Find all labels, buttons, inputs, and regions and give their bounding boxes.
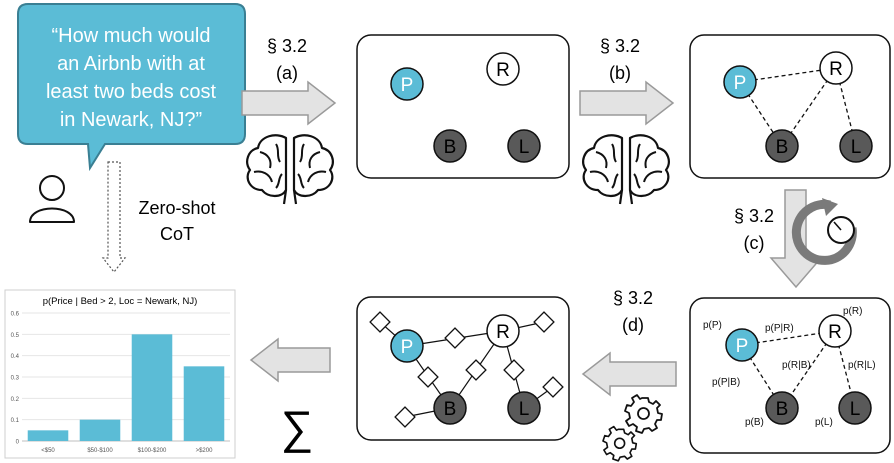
brain-icon xyxy=(582,134,670,206)
svg-text:L: L xyxy=(519,399,530,420)
query-line-3: least two beds cost xyxy=(46,81,217,103)
chart-x-tick-label: >$200 xyxy=(196,448,214,454)
node-p: P xyxy=(723,65,757,99)
factor-label-pB: p(B) xyxy=(745,417,764,428)
zero-shot-label-2: CoT xyxy=(160,224,194,244)
zero-shot-label-1: Zero-shot xyxy=(138,198,215,218)
person-icon xyxy=(29,175,75,223)
step-c-section: § 3.2 xyxy=(734,206,774,226)
chart-x-tick-label: $100-$200 xyxy=(138,448,167,454)
query-line-2: an Airbnb with at xyxy=(57,53,205,75)
node-r: R xyxy=(819,51,853,85)
node-r: R xyxy=(486,52,520,86)
node-b: B xyxy=(433,391,467,425)
step-b-label: (b) xyxy=(609,63,631,83)
factor-label-pL: p(L) xyxy=(815,417,833,428)
chart-bar xyxy=(79,419,121,441)
svg-text:B: B xyxy=(776,399,789,420)
chart-y-tick-label: 0.6 xyxy=(11,312,20,318)
chart-x-tick-label: <$50 xyxy=(41,448,55,454)
step-a-section: § 3.2 xyxy=(267,36,307,56)
query-bubble: “How much would an Airbnb with at least … xyxy=(17,3,246,172)
chart-y-tick-label: 0.5 xyxy=(11,333,20,339)
chart-x-axis: <$50 $50-$100 $100-$200 >$200 xyxy=(41,448,213,454)
node-p: P xyxy=(725,328,759,362)
arrow-a xyxy=(241,80,337,126)
factor-squares xyxy=(369,311,564,428)
brain-icon xyxy=(246,134,334,206)
svg-text:P: P xyxy=(401,75,414,96)
sum-icon: ∑ xyxy=(281,401,314,453)
node-b: B xyxy=(765,129,799,163)
node-b: B xyxy=(433,129,467,163)
node-l: L xyxy=(507,129,541,163)
svg-text:B: B xyxy=(444,137,457,158)
svg-text:R: R xyxy=(828,322,842,343)
arrow-b xyxy=(579,80,675,126)
zero-shot-arrow xyxy=(101,161,127,273)
svg-text:L: L xyxy=(850,399,861,420)
step-b-section: § 3.2 xyxy=(600,36,640,56)
svg-text:L: L xyxy=(519,137,530,158)
node-b: B xyxy=(765,391,799,425)
factor-label-pRB: p(R|B) xyxy=(782,360,811,371)
chart-y-tick-label: 0.2 xyxy=(11,397,20,403)
chart-y-tick-label: 0 xyxy=(16,440,20,446)
chart-y-tick-label: 0.4 xyxy=(11,354,20,360)
query-line-4: in Newark, NJ?” xyxy=(60,109,202,131)
step-c-label: (c) xyxy=(744,233,765,253)
node-l: L xyxy=(507,391,541,425)
svg-text:P: P xyxy=(734,73,747,94)
chart-title: p(Price | Bed > 2, Loc = Newark, NJ) xyxy=(43,296,198,307)
factor-label-pPB: p(P|B) xyxy=(712,377,740,388)
timer-icon xyxy=(791,198,857,265)
svg-text:P: P xyxy=(401,337,414,358)
factor-label-pPR: p(P|R) xyxy=(765,323,794,334)
factor-label-pRL: p(R|L) xyxy=(848,360,876,371)
node-l: L xyxy=(838,391,872,425)
svg-text:B: B xyxy=(444,399,457,420)
chart-bar xyxy=(131,334,173,441)
svg-text:R: R xyxy=(829,59,843,80)
factor-label-pR: p(R) xyxy=(843,306,862,317)
arrow-sum xyxy=(249,337,331,383)
step-a-label: (a) xyxy=(276,63,298,83)
node-p: P xyxy=(390,329,424,363)
svg-text:P: P xyxy=(736,336,749,357)
svg-text:L: L xyxy=(851,137,862,158)
node-r: R xyxy=(818,314,852,348)
node-p: P xyxy=(390,67,424,101)
query-line-1: “How much would xyxy=(52,25,211,47)
chart-bar xyxy=(27,430,69,441)
node-l: L xyxy=(839,129,873,163)
arrow-d xyxy=(581,351,677,397)
step-d-label: (d) xyxy=(622,315,644,335)
step-d-section: § 3.2 xyxy=(613,288,653,308)
factor-label-pP: p(P) xyxy=(703,320,722,331)
chart-x-tick-label: $50-$100 xyxy=(87,448,113,454)
chart-y-tick-label: 0.3 xyxy=(11,376,20,382)
chart-y-tick-label: 0.1 xyxy=(11,418,20,424)
chart-bars xyxy=(27,334,225,441)
chart-y-axis: 0 0.1 0.2 0.3 0.4 0.5 0.6 xyxy=(11,312,20,446)
svg-text:R: R xyxy=(496,322,510,343)
gears-icon xyxy=(602,394,663,462)
node-r: R xyxy=(486,314,520,348)
svg-text:B: B xyxy=(776,137,789,158)
chart-bar xyxy=(183,366,225,441)
svg-text:R: R xyxy=(496,60,510,81)
